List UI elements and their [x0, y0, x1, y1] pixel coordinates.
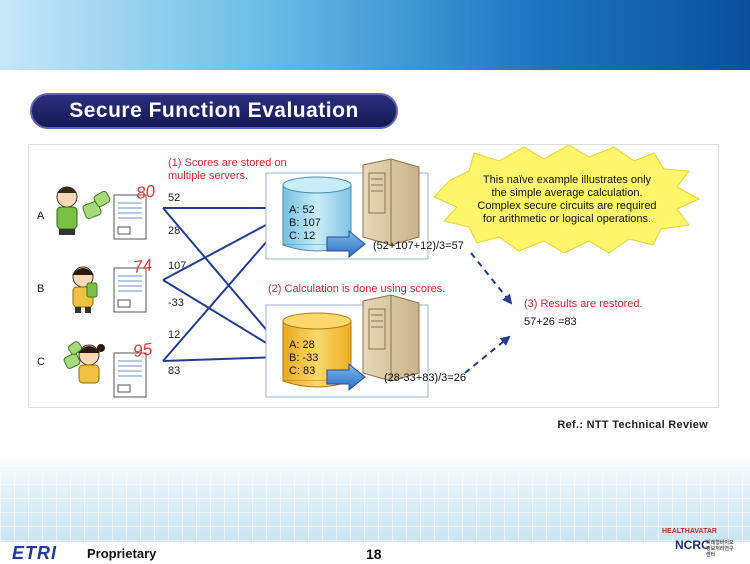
note-line-3: Complex secure circuits are required [477, 200, 656, 212]
score-a: 80 [135, 181, 157, 203]
server1-formula: (52+107+12)/3=57 [373, 240, 464, 252]
share-b-2: -33 [168, 297, 184, 309]
footer-proprietary: Proprietary [87, 546, 157, 561]
note-line-1: This naïve example illustrates only [483, 174, 652, 186]
ncrc-logo: HEALTHAVATAR NCRC 미래형바이오 정보처리연구센터 [662, 528, 734, 558]
step3-text: (3) Results are restored. [524, 298, 643, 310]
reference-note: Ref.: NTT Technical Review [557, 419, 708, 431]
share-a-2: 28 [168, 225, 180, 237]
server2-line-c: C: 83 [289, 365, 315, 377]
user-c: C [37, 341, 105, 384]
score-sheet-b [113, 267, 147, 313]
slide-title: Secure Function Evaluation [69, 99, 359, 122]
score-sheet-c [113, 352, 147, 398]
result-text: 57+26 =83 [524, 316, 577, 328]
ncrc-logo-main: NCRC [675, 538, 710, 552]
restore-arrows [464, 252, 513, 374]
user-b: B [37, 266, 98, 313]
score-c: 95 [132, 339, 154, 361]
server1-line-c: C: 12 [289, 230, 315, 242]
footer-grid-pattern [0, 470, 750, 542]
share-c-2: 83 [168, 365, 180, 377]
footer-bar [0, 542, 750, 563]
note-line-2: the simple average calculation. [491, 187, 642, 199]
ncrc-logo-sub: 미래형바이오 정보처리연구센터 [706, 540, 734, 558]
server2-line-b: B: -33 [289, 352, 318, 364]
user-a-figure [56, 186, 111, 235]
user-b-figure [72, 266, 98, 313]
server-1: A: 52 B: 107 C: 12 [265, 158, 429, 260]
server2-formula: (28-33+83)/3=26 [384, 372, 466, 384]
header-band [0, 0, 750, 70]
step1-line2: multiple servers. [168, 170, 248, 182]
sfe-diagram: (1) Scores are stored on multiple server… [29, 145, 718, 407]
slide-title-pill: Secure Function Evaluation [30, 93, 398, 129]
server-2: A: 28 B: -33 C: 83 [265, 294, 429, 398]
server2-line-a: A: 28 [289, 339, 315, 351]
score-sheet-a [113, 194, 147, 240]
note-starburst: This naïve example illustrates only the … [433, 145, 701, 254]
server1-compute-arrow [326, 229, 366, 259]
share-b-1: 107 [168, 260, 186, 272]
server1-tower [362, 158, 420, 246]
user-a: A [37, 186, 111, 235]
ncrc-logo-top: HEALTHAVATAR [662, 528, 717, 535]
user-a-label: A [37, 210, 45, 222]
server2-compute-arrow [326, 362, 366, 392]
server2-tower [362, 294, 420, 382]
page-number: 18 [366, 546, 382, 562]
step1-line1: (1) Scores are stored on [168, 157, 287, 169]
share-a-1: 52 [168, 192, 180, 204]
note-line-4: for arithmetic or logical operations. [483, 213, 651, 225]
etri-logo-text: ETRI [12, 543, 58, 563]
etri-logo: ETRI [12, 543, 57, 564]
step2-text: (2) Calculation is done using scores. [268, 283, 445, 295]
user-b-label: B [37, 283, 44, 295]
share-arrows [162, 203, 283, 363]
score-b: 74 [132, 256, 153, 277]
user-c-figure [63, 341, 105, 384]
server1-line-b: B: 107 [289, 217, 321, 229]
user-c-label: C [37, 356, 45, 368]
share-c-1: 12 [168, 329, 180, 341]
server1-line-a: A: 52 [289, 204, 315, 216]
